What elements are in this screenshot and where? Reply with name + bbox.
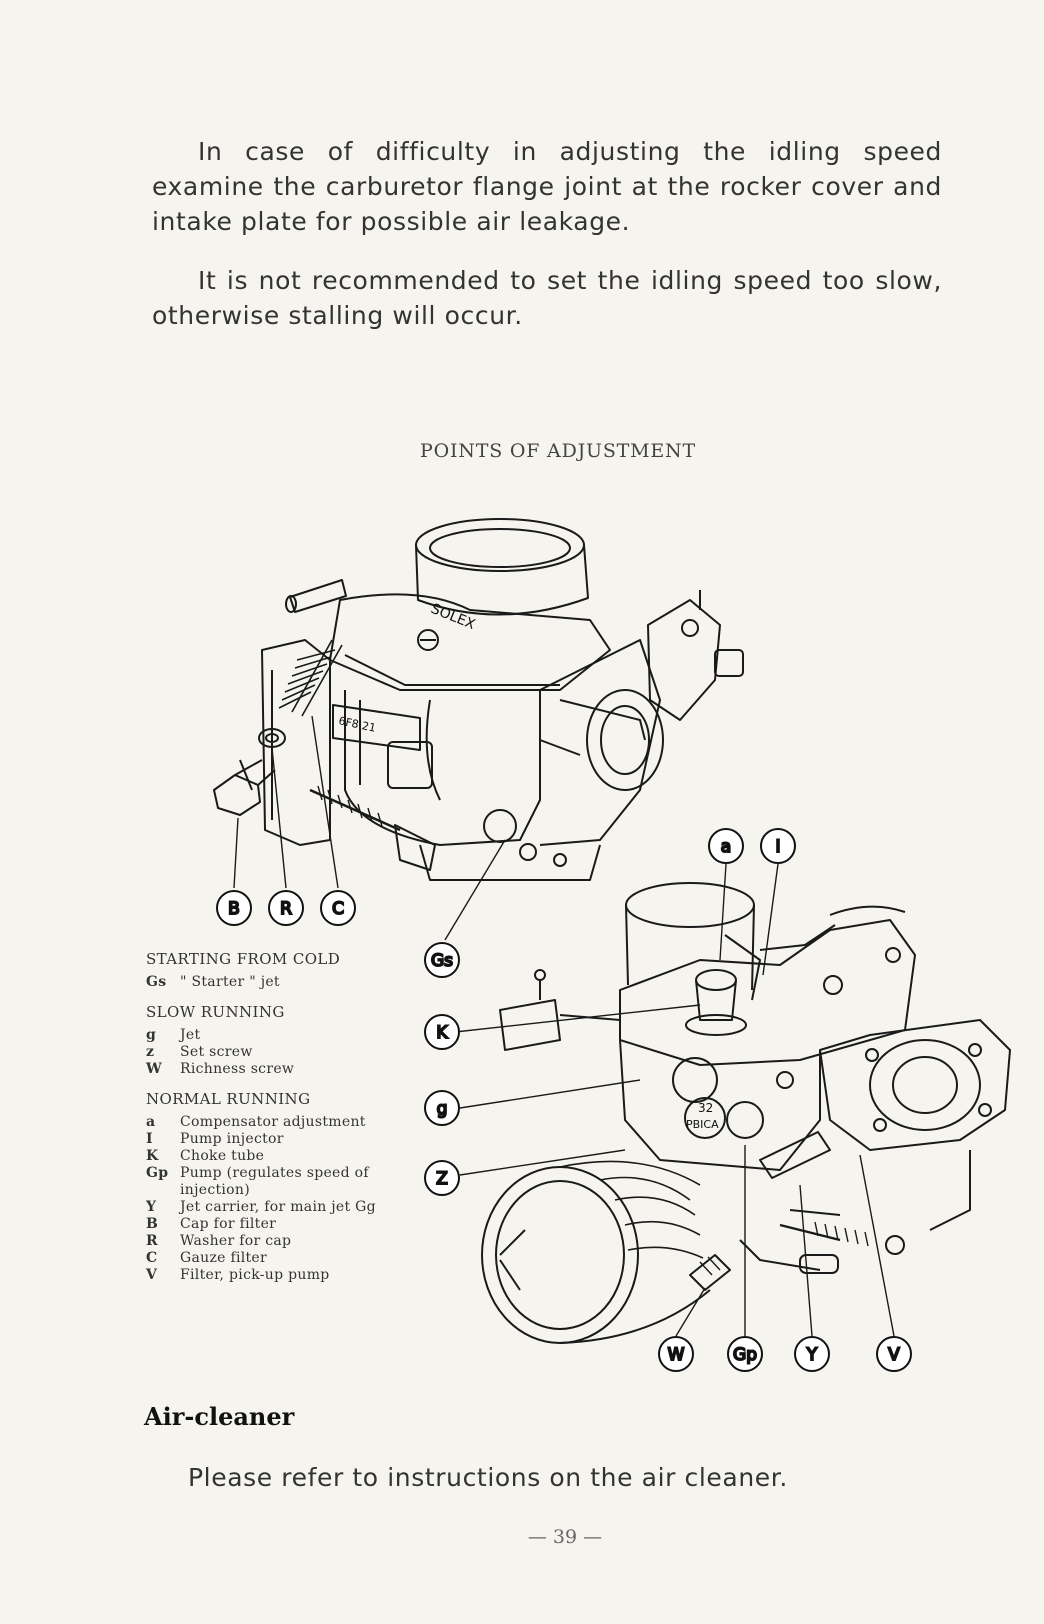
legend-code: a xyxy=(146,1114,156,1130)
legend-code: I xyxy=(146,1131,153,1147)
svg-text:Gp: Gp xyxy=(733,1345,757,1365)
svg-text:W: W xyxy=(668,1345,685,1365)
legend-row: V Filter, pick-up pump xyxy=(146,1267,406,1284)
stamp-code: PBICA xyxy=(686,1118,719,1131)
upper-carburetor xyxy=(213,518,744,881)
legend-code: z xyxy=(146,1044,155,1060)
callout-a: a xyxy=(708,828,744,864)
legend-section-slow: SLOW RUNNING g Jet z Set screw W Richness s… xyxy=(146,1003,406,1078)
legend-code: Gp xyxy=(146,1165,169,1181)
legend-row: B Cap for filter xyxy=(146,1216,406,1233)
svg-text:g: g xyxy=(437,1099,448,1119)
legend-section-normal: NORMAL RUNNING a Compensator adjustment I… xyxy=(146,1090,406,1284)
legend-code: K xyxy=(146,1148,159,1164)
legend-row: g Jet xyxy=(146,1027,406,1044)
legend-code: g xyxy=(146,1027,157,1043)
paragraph-idling-speed: It is not recommended to set the idling … xyxy=(152,266,942,330)
callout-B: B xyxy=(216,890,252,926)
legend-desc: Washer for cap xyxy=(180,1233,292,1249)
paragraph-air-cleaner: Please refer to instructions on the air … xyxy=(188,1463,788,1492)
callout-I: I xyxy=(760,828,796,864)
legend-heading: SLOW RUNNING xyxy=(146,1003,285,1021)
legend-row: C Gauze filter xyxy=(146,1250,406,1267)
legend-desc: " Starter " jet xyxy=(180,974,280,990)
legend-desc: Jet carrier, for main jet Gg xyxy=(180,1199,376,1215)
svg-text:Gs: Gs xyxy=(431,951,453,971)
legend-desc: Choke tube xyxy=(180,1148,265,1164)
legend-row: Gp Pump (regulates speed of injection) xyxy=(146,1165,406,1199)
callout-W: W xyxy=(658,1336,694,1372)
legend-desc: Filter, pick-up pump xyxy=(180,1267,330,1283)
callout-Z: Z xyxy=(424,1160,460,1196)
body-engraving: 6F8 21 xyxy=(337,714,377,735)
legend-desc: Gauze filter xyxy=(180,1250,267,1266)
brand-engraving: SOLEX xyxy=(429,601,478,633)
legend-row: R Washer for cap xyxy=(146,1233,406,1250)
legend-code: W xyxy=(146,1061,163,1077)
legend-code: C xyxy=(146,1250,158,1266)
legend-desc: Cap for filter xyxy=(180,1216,277,1232)
legend-desc: Pump injector xyxy=(180,1131,284,1147)
legend-code: Gs xyxy=(146,974,167,990)
callout-g: g xyxy=(424,1090,460,1126)
figure-title: POINTS OF ADJUSTMENT xyxy=(420,440,696,462)
legend-row: W Richness screw xyxy=(146,1061,406,1078)
callout-Gs: Gs xyxy=(424,942,460,978)
legend-row: Y Jet carrier, for main jet Gg xyxy=(146,1199,406,1216)
legend-desc: Set screw xyxy=(180,1044,253,1060)
leader-lines xyxy=(233,715,895,1337)
stamp-number: 32 xyxy=(698,1101,713,1115)
callout-R: R xyxy=(268,890,304,926)
callout-C: C xyxy=(320,890,356,926)
svg-text:a: a xyxy=(721,837,731,857)
legend-row: Gs " Starter " jet xyxy=(146,974,406,991)
legend-row: z Set screw xyxy=(146,1044,406,1061)
svg-text:K: K xyxy=(436,1023,448,1043)
legend-section-starting: STARTING FROM COLD Gs " Starter " jet xyxy=(146,950,406,991)
callout-Y: Y xyxy=(794,1336,830,1372)
section-heading-air-cleaner: Air-cleaner xyxy=(144,1402,295,1431)
legend-row: I Pump injector xyxy=(146,1131,406,1148)
legend-desc: Pump (regulates speed of injection) xyxy=(180,1165,369,1198)
legend-row: K Choke tube xyxy=(146,1148,406,1165)
callout-Gp: Gp xyxy=(727,1336,763,1372)
legend-code: R xyxy=(146,1233,158,1249)
legend-desc: Jet xyxy=(180,1027,201,1043)
legend-row: a Compensator adjustment xyxy=(146,1114,406,1131)
figure-legend: STARTING FROM COLD Gs " Starter " jet SLO… xyxy=(146,950,406,1296)
carburetor-illustration: SOLEX 6F8 21 32 PBICA B R C Gs K g Z a I… xyxy=(213,518,1011,1372)
callout-V: V xyxy=(876,1336,912,1372)
svg-text:Y: Y xyxy=(806,1345,818,1365)
lower-carburetor xyxy=(481,882,1011,1344)
paragraph-idling-leakage: In case of difficulty in adjusting the i… xyxy=(152,137,942,236)
page-number: — 39 — xyxy=(527,1526,603,1548)
legend-code: V xyxy=(146,1267,158,1283)
svg-text:I: I xyxy=(775,837,780,857)
svg-text:B: B xyxy=(228,899,240,919)
legend-code: Y xyxy=(146,1199,157,1215)
legend-heading: STARTING FROM COLD xyxy=(146,950,341,968)
svg-text:Z: Z xyxy=(436,1169,448,1189)
svg-text:R: R xyxy=(280,899,292,919)
legend-code: B xyxy=(146,1216,159,1232)
legend-heading: NORMAL RUNNING xyxy=(146,1090,311,1108)
legend-desc: Richness screw xyxy=(180,1061,295,1077)
svg-text:V: V xyxy=(888,1345,900,1365)
legend-desc: Compensator adjustment xyxy=(180,1114,366,1130)
callout-K: K xyxy=(424,1014,460,1050)
svg-text:C: C xyxy=(332,899,344,919)
